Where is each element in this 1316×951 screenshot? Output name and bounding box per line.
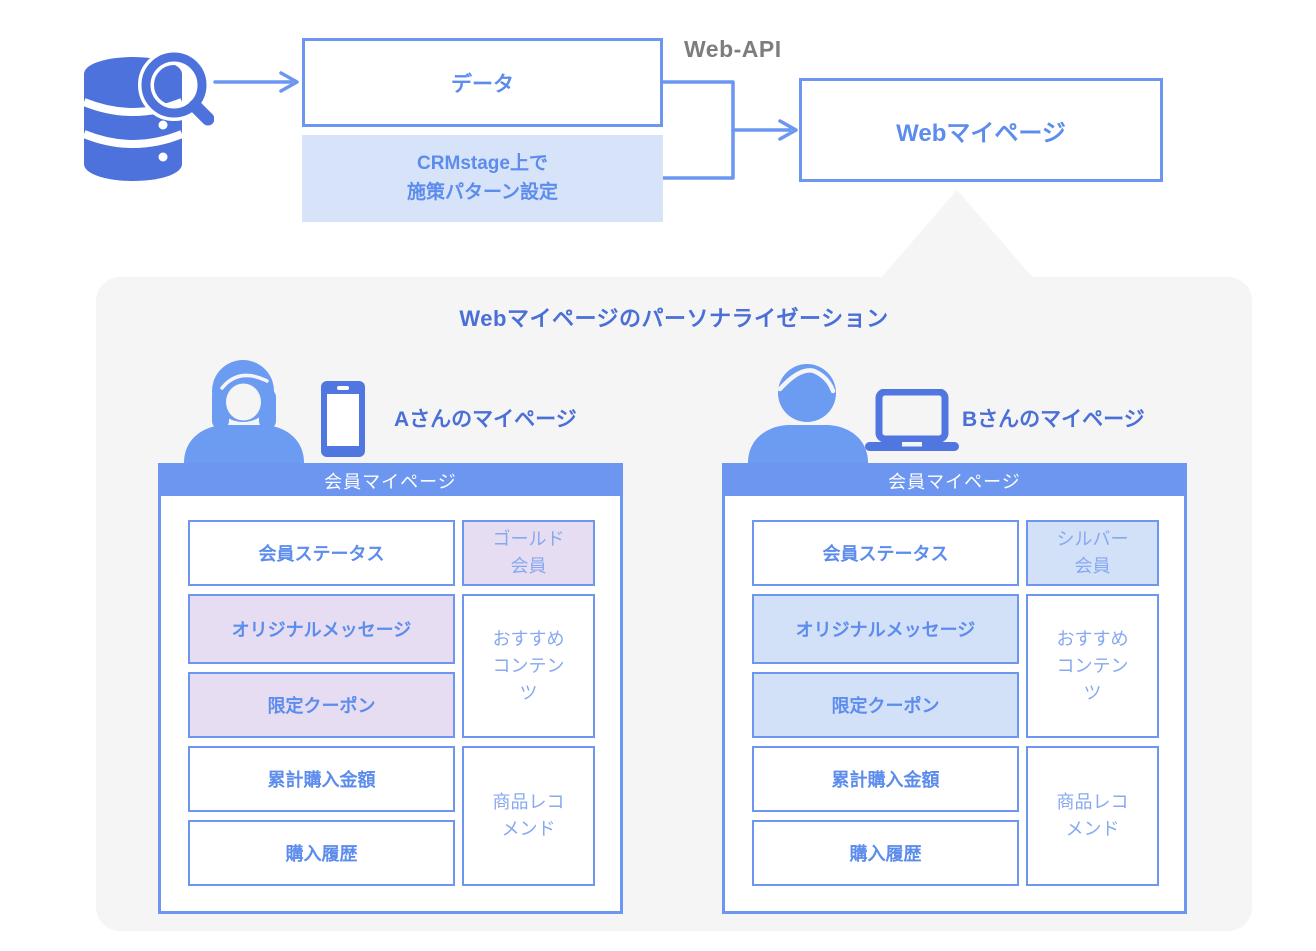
member-status-box: 会員ステータス bbox=[188, 520, 455, 586]
arrowhead bbox=[279, 71, 299, 93]
purchase-history-box: 購入履歴 bbox=[752, 820, 1019, 886]
member-mypage-panel-b: 会員マイページ 会員ステータス オリジナルメッセージ 限定クーポン 累計購入金額… bbox=[722, 463, 1187, 914]
original-message-box: オリジナルメッセージ bbox=[752, 594, 1019, 664]
panel-a-body: 会員ステータス オリジナルメッセージ 限定クーポン 累計購入金額 購入履歴 ゴー… bbox=[161, 496, 620, 911]
woman-user-icon bbox=[184, 360, 304, 463]
product-recommend-box: 商品レコ メンド bbox=[1026, 746, 1159, 886]
member-mypage-panel-a: 会員マイページ 会員ステータス オリジナルメッセージ 限定クーポン 累計購入金額… bbox=[158, 463, 623, 914]
member-rank-box: ゴールド 会員 bbox=[462, 520, 595, 586]
web-api-label: Web-API bbox=[684, 36, 782, 62]
web-mypage-box: Webマイページ bbox=[799, 78, 1163, 182]
smartphone-icon bbox=[321, 381, 365, 457]
panel-b-header: 会員マイページ bbox=[725, 466, 1184, 496]
data-box: データ bbox=[302, 38, 663, 127]
original-message-box: オリジナルメッセージ bbox=[188, 594, 455, 664]
laptop-icon bbox=[865, 389, 959, 451]
flow-connectors bbox=[213, 71, 798, 180]
member-status-box: 会員ステータス bbox=[752, 520, 1019, 586]
member-rank-box: シルバー 会員 bbox=[1026, 520, 1159, 586]
purchase-history-box: 購入履歴 bbox=[188, 820, 455, 886]
crm-settings-box: CRMstage上で 施策パターン設定 bbox=[302, 135, 663, 222]
recommended-content-box: おすすめ コンテン ツ bbox=[1026, 594, 1159, 738]
recommended-content-box: おすすめ コンテン ツ bbox=[462, 594, 595, 738]
callout-triangle bbox=[879, 190, 1035, 280]
connector-bracket bbox=[661, 80, 735, 180]
user-b-page-label: Bさんのマイページ bbox=[962, 408, 1145, 431]
total-purchase-box: 累計購入金額 bbox=[752, 746, 1019, 812]
panel-b-body: 会員ステータス オリジナルメッセージ 限定クーポン 累計購入金額 購入履歴 シル… bbox=[725, 496, 1184, 911]
man-user-icon bbox=[748, 364, 868, 463]
limited-coupon-box: 限定クーポン bbox=[188, 672, 455, 738]
user-a-page-label: Aさんのマイページ bbox=[394, 408, 577, 431]
total-purchase-box: 累計購入金額 bbox=[188, 746, 455, 812]
panel-a-header: 会員マイページ bbox=[161, 466, 620, 496]
database-search-icon bbox=[82, 49, 214, 181]
arrowhead bbox=[778, 119, 798, 141]
limited-coupon-box: 限定クーポン bbox=[752, 672, 1019, 738]
personalization-title: Webマイページのパーソナライゼーション bbox=[459, 306, 889, 331]
product-recommend-box: 商品レコ メンド bbox=[462, 746, 595, 886]
